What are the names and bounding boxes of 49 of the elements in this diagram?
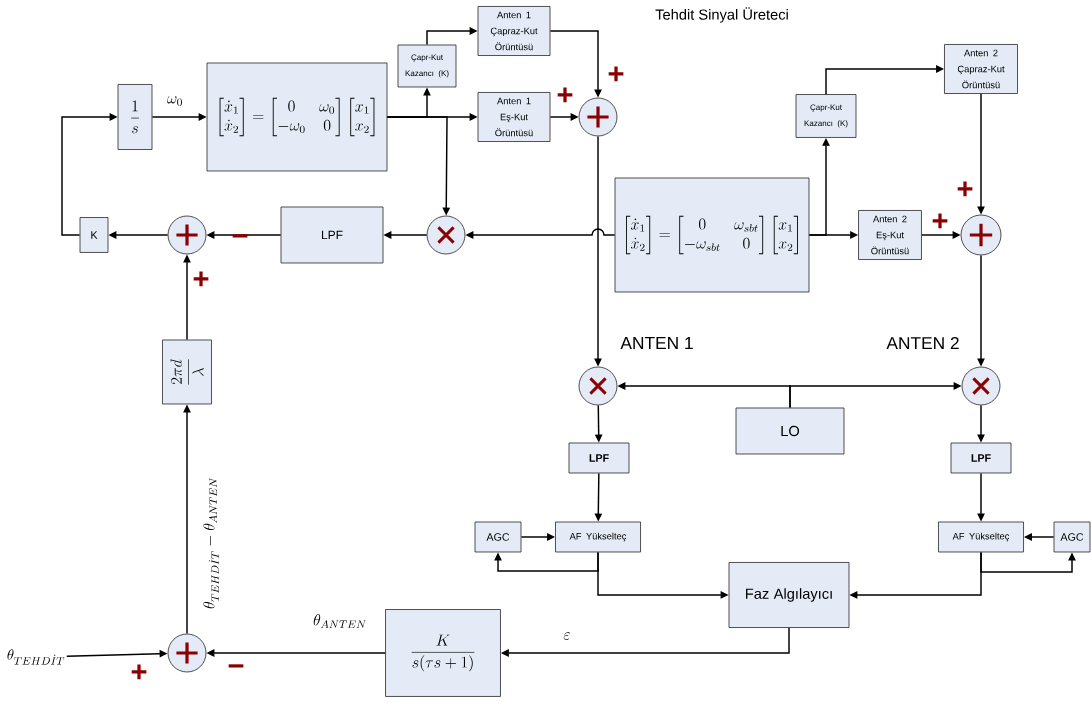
process-box: Anten 1 Eş-Kut Örüntüsü: [477, 92, 551, 142]
process-box: K: [79, 217, 109, 253]
summing-junction: [960, 214, 1002, 256]
multiplier-circle: [426, 215, 466, 255]
transfer-block: $\begin{bmatrix}\dot{x}_1\\ \dot{x}_2\end{bmatrix}=\begin{bmatrix}0 & \omega_0\\ -\omega_0 & 0\end{bmatrix}\begin{bmatrix}x_1\\ x_2\end{bmatrix}$: [206, 62, 388, 172]
process-box: AF Yükselteç: [938, 521, 1024, 553]
sign-label: +: [608, 66, 624, 82]
filter-box: LPF: [568, 442, 630, 474]
summing-junction: [167, 633, 207, 673]
arrow: [825, 65, 944, 95]
process-box: AF Yükselteç: [555, 521, 641, 553]
sign-label: −: [232, 234, 248, 238]
process-box: Faz Algılayıcı: [728, 562, 850, 628]
arrow: [1024, 533, 1055, 541]
sign-label: −: [228, 664, 244, 668]
arrow: [494, 551, 599, 572]
process-box: Anten 2 Eş-Kut Örüntüsü: [858, 210, 922, 260]
multiplier-circle: [578, 366, 618, 406]
arrow: [980, 551, 1076, 573]
process-box: Çapr-Kut Kazancı (K): [795, 94, 857, 138]
edge-label: $\omega_0$: [165, 95, 185, 107]
antenna-label: ANTEN 2: [886, 336, 959, 350]
summing-junction: [167, 215, 207, 255]
process-box: LO: [735, 407, 845, 455]
title: Tehdit Sinyal Üreteci: [655, 7, 788, 23]
edge-label: $\varepsilon$: [562, 631, 572, 641]
multiplier-circle: [961, 366, 1001, 406]
process-box: AGC: [1053, 521, 1091, 553]
edge-label: $\theta_{ANTEN}$: [311, 612, 369, 630]
antenna-label: ANTEN 1: [620, 337, 693, 349]
sign-label: +: [193, 271, 209, 287]
sign-label: +: [131, 664, 147, 680]
process-box: Anten 2 Çapraz-Kut Örüntüsü: [944, 44, 1018, 94]
sign-label: +: [557, 87, 573, 103]
process-box: Çapr-Kut Kazancı (K): [397, 44, 457, 88]
transfer-block: $\frac{K}{s(\tau s+1)}$: [385, 609, 501, 697]
process-box: Anten 1 Çapraz-Kut Örüntüsü: [477, 6, 551, 56]
process-box: AGC: [474, 521, 522, 553]
transfer-block: $\begin{bmatrix}\dot{x}_1\\ \dot{x}_2\end{bmatrix}=\begin{bmatrix}0 & \omega_{sbt}\\ -\omega_{sbt} & 0\end{bmatrix}\begin{bmatrix}x_1\\ x_2\end{bmatrix}$: [614, 177, 810, 293]
edge-label: $\theta_{TEHD\dot{I}T}-\theta_{ANTEN}$: [201, 475, 221, 611]
transfer-block: $\frac{1}{s}$: [117, 84, 153, 150]
filter-box: LPF: [950, 442, 1012, 474]
sign-label: +: [957, 181, 973, 197]
sign-label: +: [932, 213, 948, 229]
gain-block: $\frac{2\pi d}{\lambda}$: [162, 339, 212, 405]
summing-junction: [578, 97, 618, 137]
process-box: LPF: [280, 206, 384, 264]
input-label: $\theta_{TEHD\dot{I}T}$: [7, 649, 65, 665]
arrow: [520, 533, 555, 541]
